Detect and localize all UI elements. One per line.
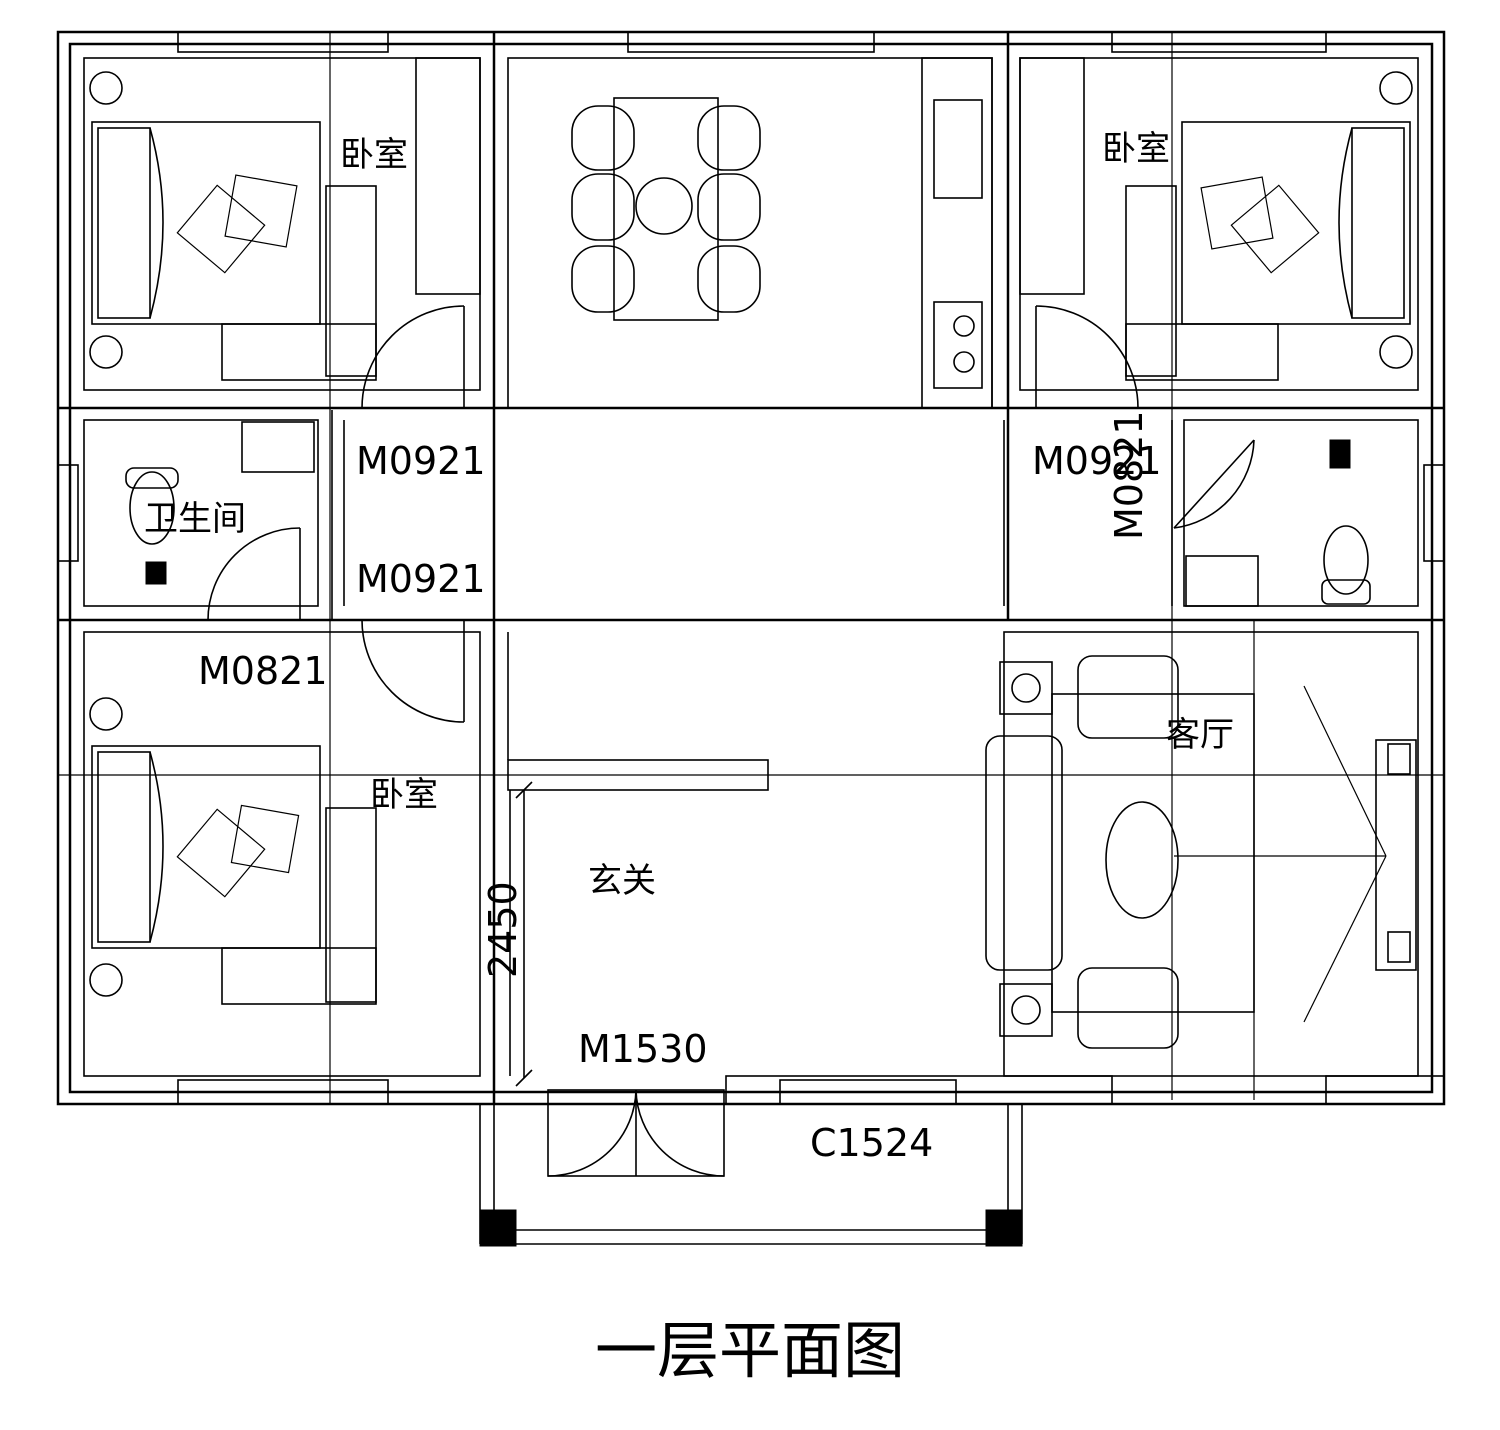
window-code-front: C1524 — [810, 1121, 933, 1165]
dining-table — [571, 97, 761, 321]
bed-top-left — [89, 71, 377, 381]
axis-lines — [58, 32, 1444, 1104]
bed-top-right — [1125, 71, 1413, 381]
bed-bottom-left — [89, 697, 377, 1005]
living-room-furniture — [985, 655, 1417, 1049]
plan-title: 一层平面图 — [595, 1314, 905, 1387]
kitchen-counter — [921, 57, 993, 409]
interior-doors — [207, 305, 1255, 723]
room-label-bedroom-top-left: 卧室 — [340, 135, 408, 175]
room-label-foyer: 玄关 — [588, 861, 656, 901]
door-code-corridor: M0921 — [356, 557, 486, 601]
door-code-right-bath: M0821 — [1107, 411, 1151, 541]
entrance-door — [547, 1089, 725, 1177]
dimension-foyer-depth: 2450 — [481, 881, 525, 978]
room-label-bedroom-bottom-left: 卧室 — [370, 775, 438, 815]
door-code-top-left: M0921 — [356, 439, 486, 483]
room-label-living-room: 客厅 — [1166, 715, 1234, 755]
room-label-bedroom-top-right: 卧室 — [1102, 129, 1170, 169]
door-code-top-right: M0921 — [1032, 439, 1162, 483]
wardrobe-top-left — [415, 57, 481, 295]
door-code-entrance: M1530 — [578, 1027, 708, 1071]
outer-walls — [56, 30, 1446, 1106]
room-label-bathroom: 卫生间 — [144, 499, 246, 539]
foyer-dimension-line — [515, 781, 533, 1087]
bathroom-fixtures — [125, 421, 1371, 607]
porch — [479, 1075, 1445, 1247]
wardrobe-top-right — [1019, 57, 1085, 295]
door-code-bottom-left: M0821 — [198, 649, 328, 693]
interior-walls — [58, 32, 1444, 1104]
